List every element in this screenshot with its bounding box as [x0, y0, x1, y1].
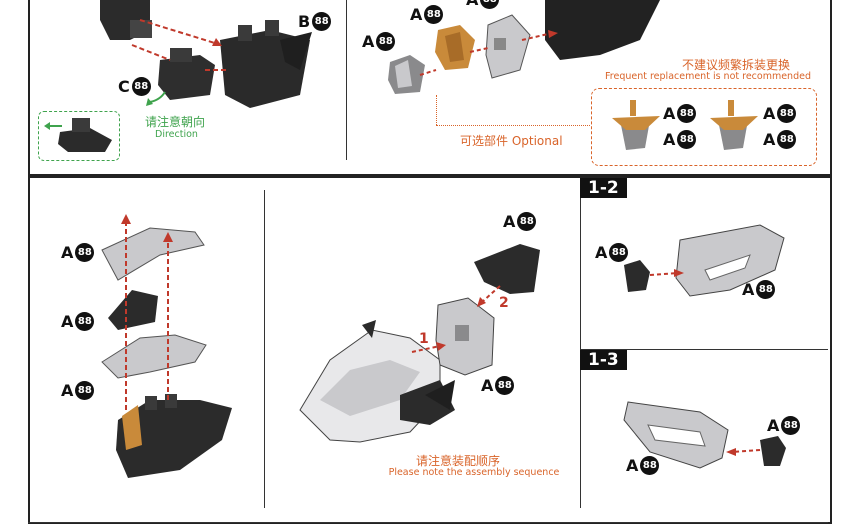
label-a-code: 88	[480, 0, 500, 9]
bottom-panel-frame	[28, 176, 832, 524]
label-a-code: 88	[517, 212, 537, 231]
label-b-code: 88	[312, 12, 332, 31]
sequence-note-cn: 请注意装配顺序	[415, 454, 500, 468]
label-a-code: 88	[75, 381, 95, 400]
label-a-code: 88	[75, 243, 95, 262]
label-a-code: 88	[781, 416, 801, 435]
label-a-letter: A	[626, 456, 639, 475]
label-a-code: 88	[376, 32, 396, 51]
top-panel-frame	[28, 0, 832, 176]
optional-label: 可选部件 Optional	[460, 134, 563, 148]
label-a-letter: A	[663, 130, 676, 149]
label-a-letter: A	[763, 104, 776, 123]
label-a-letter: A	[767, 416, 780, 435]
sequence-mark-1: 1	[419, 331, 429, 347]
label-a-letter: A	[742, 280, 755, 299]
label-a-code: 88	[677, 104, 697, 123]
replace-note-en: Frequent replacement is not recommended	[605, 71, 811, 82]
label-a-letter: A	[61, 381, 74, 400]
label-a-code: 88	[495, 376, 515, 395]
page-bottom-line	[28, 522, 828, 523]
label-c-letter: C	[118, 77, 130, 96]
label-a-letter: A	[410, 5, 423, 24]
label-a-letter: A	[503, 212, 516, 231]
label-c-code: 88	[131, 77, 151, 96]
label-a-letter: A	[763, 130, 776, 149]
optional-connector-h	[436, 125, 590, 126]
direction-note-cn: 请注意朝向	[145, 115, 206, 129]
label-a-code: 88	[75, 312, 95, 331]
label-a-code: 88	[756, 280, 776, 299]
step-tag-1-3: 1-3	[580, 350, 627, 370]
bottom-divider-3	[580, 349, 828, 350]
top-panel-divider	[346, 0, 347, 160]
optional-box	[591, 88, 817, 166]
label-a-code: 88	[640, 456, 660, 475]
replace-note-cn: 不建议频繁拆装更换	[682, 58, 791, 72]
bottom-divider-1	[264, 190, 265, 508]
label-a-code: 88	[424, 5, 444, 24]
direction-box	[38, 111, 120, 161]
label-a-top-3: A88	[466, 0, 500, 9]
step-tag-1-2: 1-2	[580, 178, 627, 198]
sequence-note-en: Please note the assembly sequence	[388, 467, 560, 478]
label-a-letter: A	[61, 243, 74, 262]
sequence-mark-2: 2	[499, 295, 509, 311]
label-a-letter: A	[466, 0, 478, 9]
label-a-code: 88	[777, 130, 797, 149]
label-a-code: 88	[609, 243, 629, 262]
direction-note-en: Direction	[155, 129, 198, 140]
label-b-letter: B	[298, 12, 311, 31]
label-a-letter: A	[362, 32, 375, 51]
optional-connector	[436, 95, 437, 125]
label-a-code: 88	[677, 130, 697, 149]
label-a-code: 88	[777, 104, 797, 123]
label-a-letter: A	[663, 104, 676, 123]
bottom-divider-2	[580, 178, 581, 508]
label-a-letter: A	[481, 376, 494, 395]
label-a-letter: A	[595, 243, 608, 262]
label-a-letter: A	[61, 312, 74, 331]
